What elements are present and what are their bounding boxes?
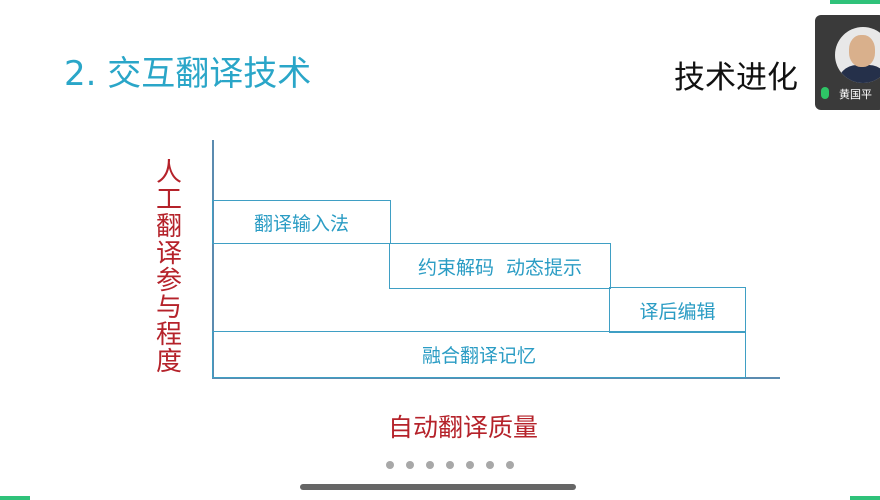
avatar-body <box>837 65 880 83</box>
x-axis-label: 自动翻译质量 <box>388 413 539 442</box>
participant-avatar <box>835 27 880 83</box>
page-dot[interactable] <box>486 461 494 469</box>
slide-subtitle: 技术进化 <box>674 60 798 96</box>
bottom-accent-left <box>0 496 30 500</box>
y-axis-label: 人工翻译参与程度 <box>155 158 182 377</box>
avatar-face <box>849 35 875 67</box>
bottom-accent-right <box>850 496 880 500</box>
participant-video-tile[interactable]: 黄国平 <box>815 15 880 110</box>
page-dot[interactable] <box>446 461 454 469</box>
page-dot[interactable] <box>426 461 434 469</box>
microphone-icon <box>821 87 829 99</box>
page-dot[interactable] <box>406 461 414 469</box>
page-dot[interactable] <box>466 461 474 469</box>
page-dot[interactable] <box>386 461 394 469</box>
block-constrained-decoding: 约束解码 动态提示 <box>389 243 611 289</box>
participant-name: 黄国平 <box>839 88 872 101</box>
home-indicator-bar[interactable] <box>300 484 576 490</box>
top-accent-bar <box>830 0 880 4</box>
block-translation-memory: 融合翻译记忆 <box>212 331 746 378</box>
y-axis <box>212 140 214 378</box>
block-post-editing: 译后编辑 <box>609 287 746 333</box>
page-dot[interactable] <box>506 461 514 469</box>
block-input-method: 翻译输入法 <box>212 200 391 244</box>
slide-title: 2. 交互翻译技术 <box>64 54 312 94</box>
